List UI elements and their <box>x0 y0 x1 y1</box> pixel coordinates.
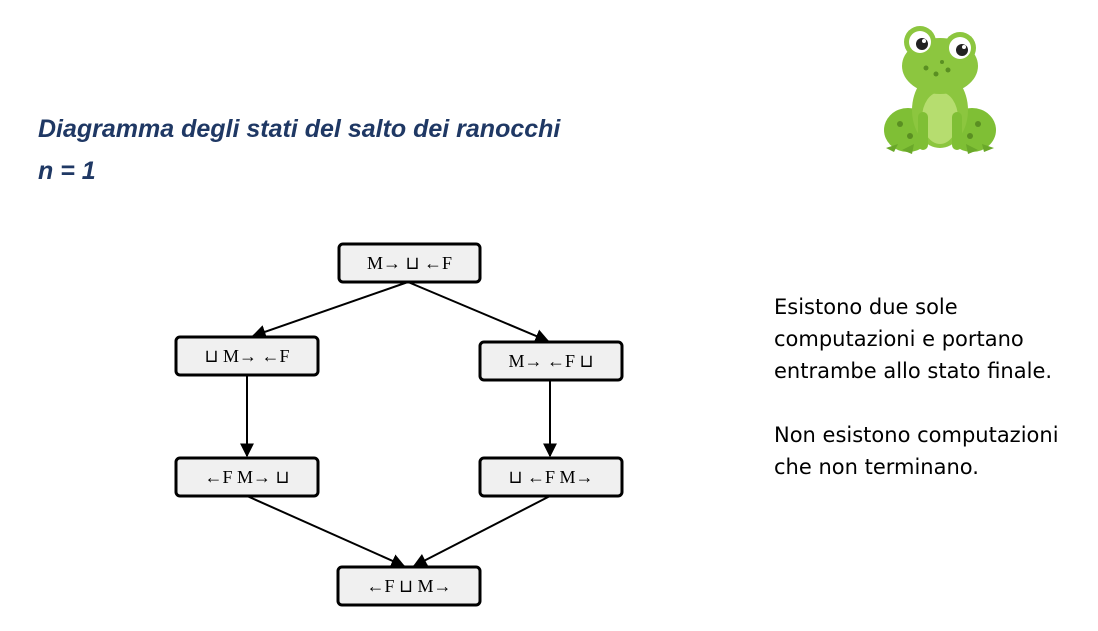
notes-panel: Esistono due sole computazioni e portano… <box>774 291 1074 515</box>
edge-start-right1 <box>407 281 550 343</box>
edge-left2-final <box>246 495 406 568</box>
edge-right2-final <box>412 495 551 567</box>
state-label: ⊔ M→ ←F <box>204 346 289 366</box>
state-node-right-2: ⊔ ←F M→ <box>478 456 624 498</box>
title-line-2: n = 1 <box>38 157 96 185</box>
state-node-left-2: ←F M→ ⊔ <box>174 456 320 498</box>
notes-paragraph-1: Esistono due sole computazioni e portano… <box>774 295 1053 383</box>
page-title: Diagramma degli stati del salto dei rano… <box>38 108 560 192</box>
edge-start-left1 <box>251 281 409 339</box>
state-label: ←F M→ ⊔ <box>204 467 289 487</box>
state-label: M→ ←F ⊔ <box>508 351 593 371</box>
title-line-1: Diagramma degli stati del salto dei rano… <box>38 115 561 143</box>
notes-paragraph-2: Non esistono computazioni che non termin… <box>774 423 1059 479</box>
state-label: ⊔ ←F M→ <box>508 467 593 487</box>
frog-icon <box>884 26 996 154</box>
state-diagram: M→ ⊔ ←F ⊔ M→ ←F M→ ←F ⊔ ←F M→ ⊔ ⊔ ←F M→ … <box>174 242 624 607</box>
state-node-left-1: ⊔ M→ ←F <box>174 335 320 377</box>
state-label: M→ ⊔ ←F <box>367 253 452 273</box>
state-node-final: ←F ⊔ M→ <box>336 565 482 607</box>
state-node-start: M→ ⊔ ←F <box>337 242 482 284</box>
state-node-right-1: M→ ←F ⊔ <box>478 340 624 382</box>
state-label: ←F ⊔ M→ <box>366 576 451 596</box>
